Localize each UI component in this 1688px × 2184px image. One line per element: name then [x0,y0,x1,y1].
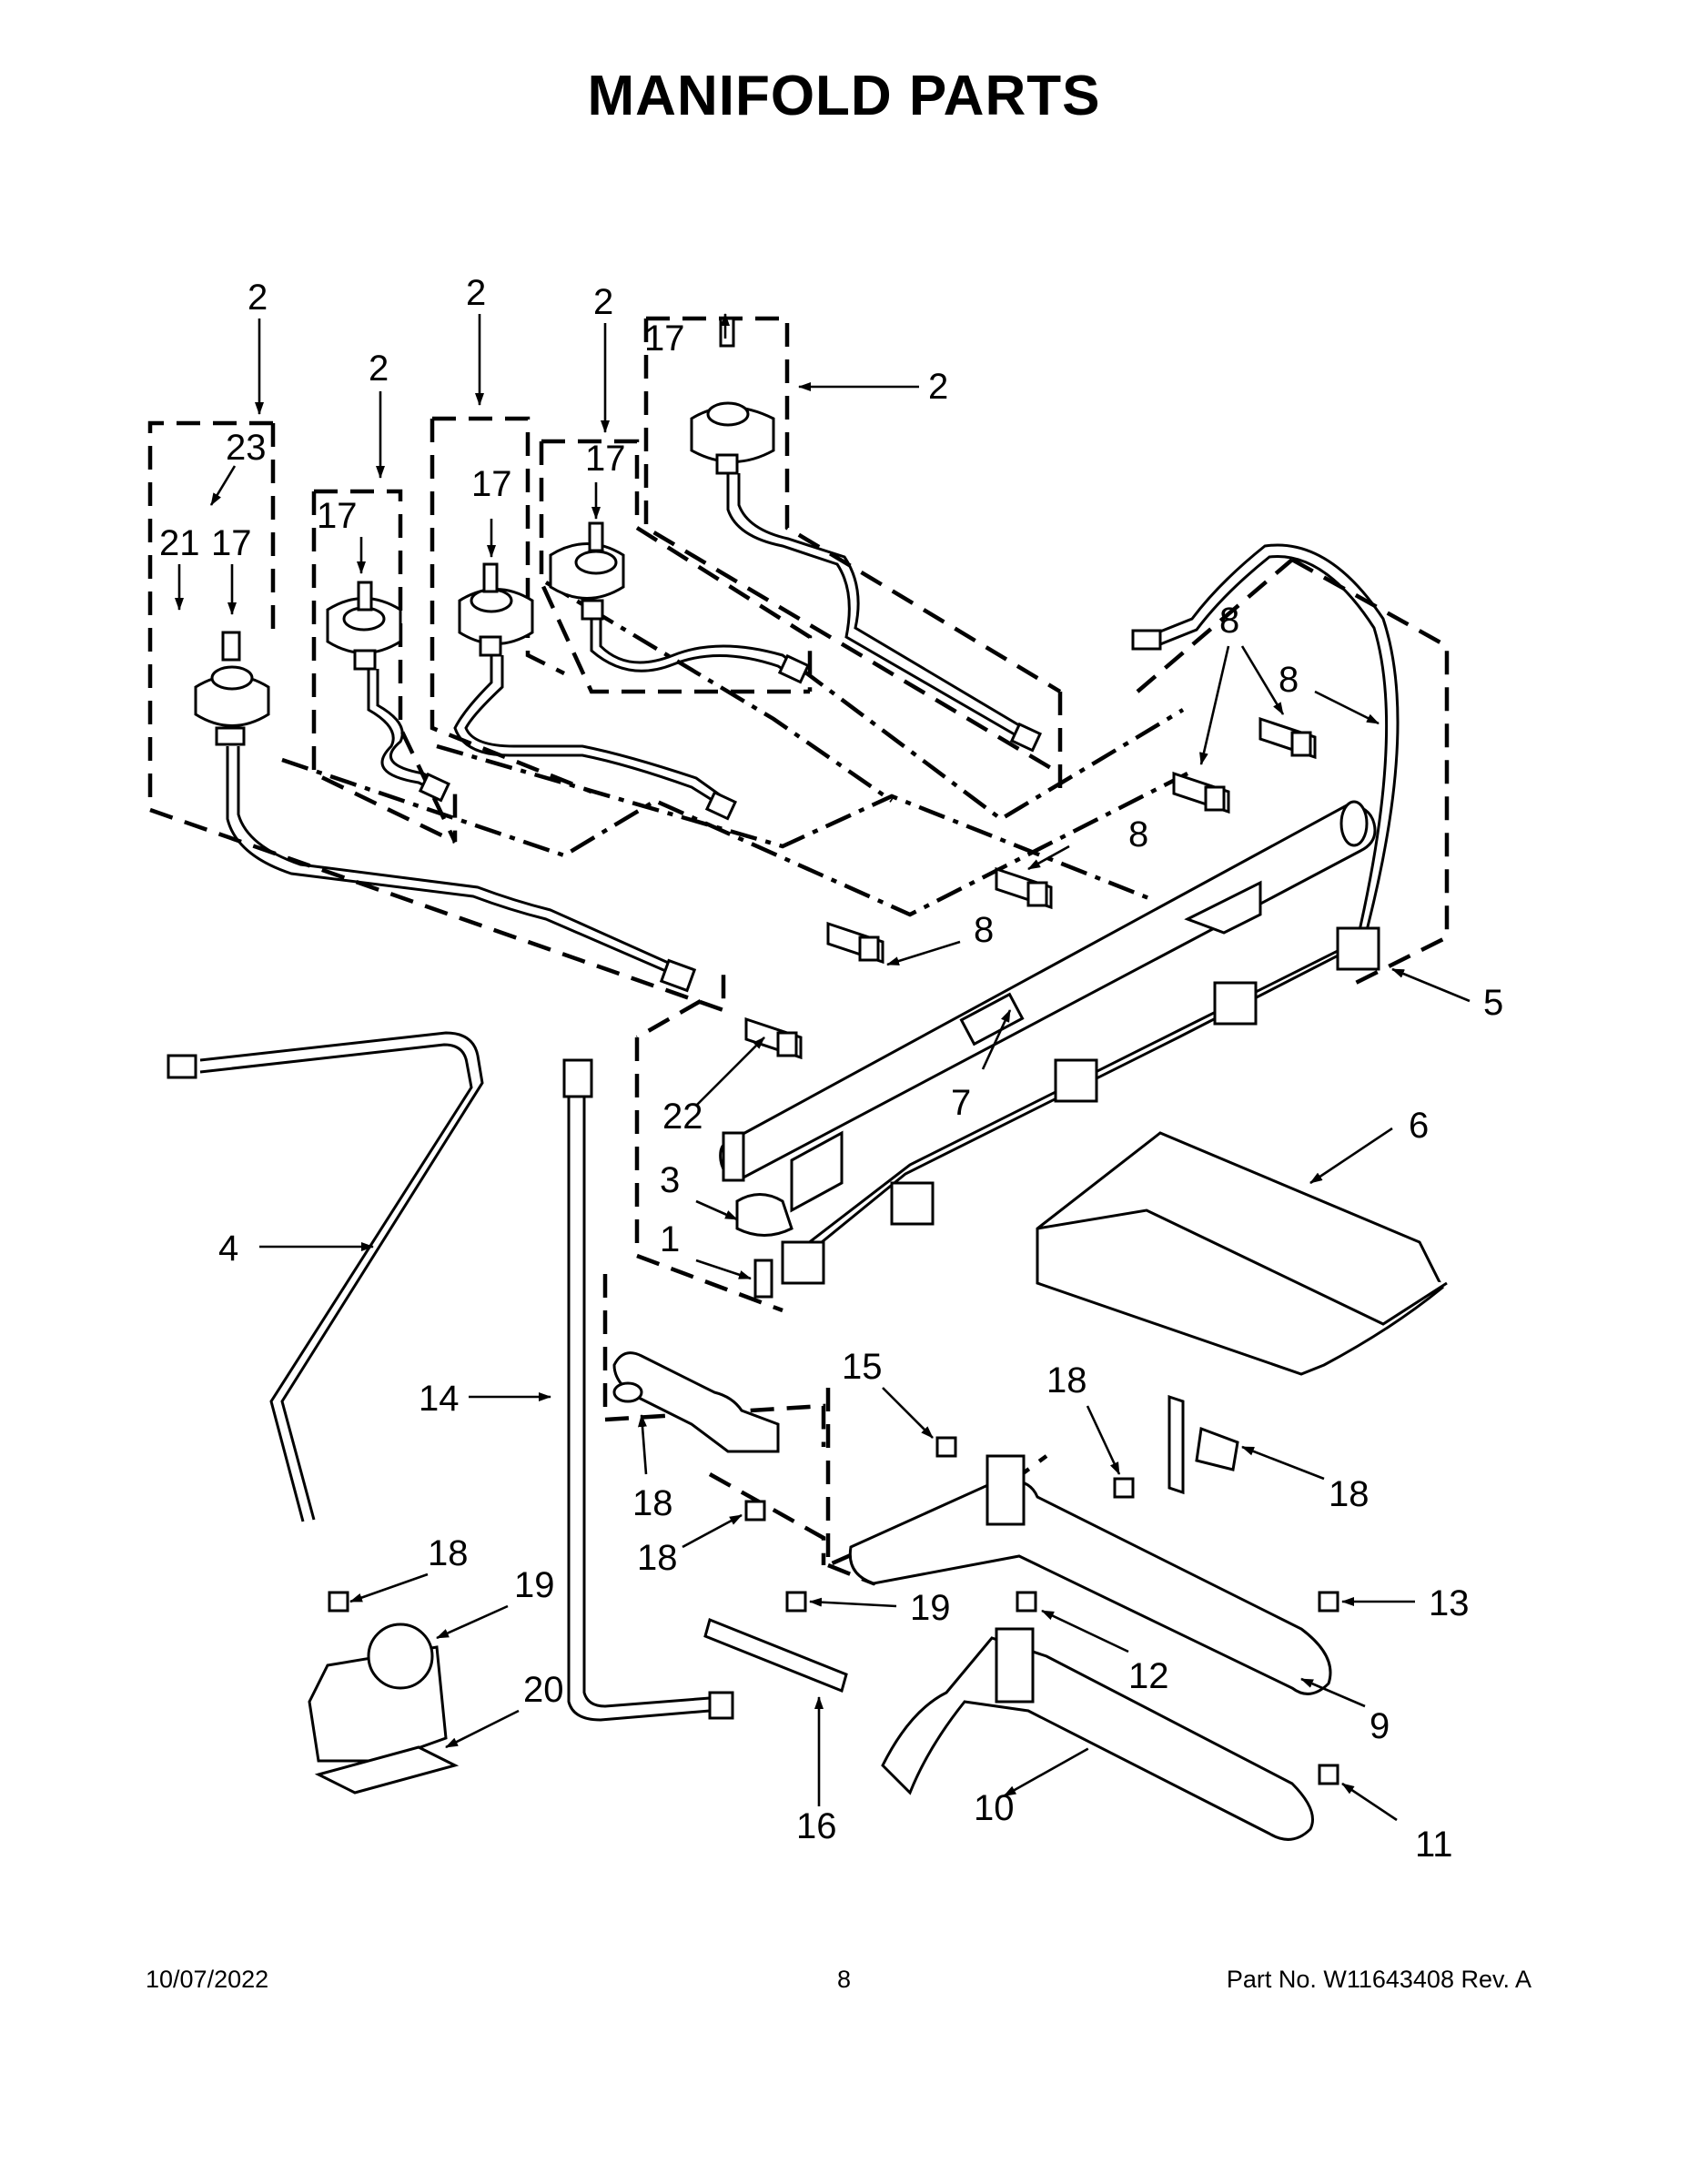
callout-8b: 8 [1128,814,1148,854]
callout-19b: 19 [910,1588,951,1628]
heat-shield [1036,1131,1448,1376]
footer-date: 10/07/2022 [146,1966,269,1993]
callout-10: 9 [1370,1706,1390,1746]
oven-burner [848,1454,1332,1695]
callout-15: 18 [632,1483,673,1523]
callout-labels: 2 2 2 2 2 23 21 17 17 17 17 17 8 8 8 8 5… [159,273,1503,1865]
callout-16: 16 [796,1806,837,1846]
footer-part-number: Part No. W11643408 Rev. A [1226,1966,1531,1993]
callout-18b: 18 [637,1538,678,1578]
gas-valve-5 [690,317,775,475]
igniter [1167,1394,1239,1495]
callout-2e: 2 [928,367,948,407]
manifold-pipe [719,800,1377,1213]
callout-2d: 2 [593,282,613,322]
callout-6: 6 [1409,1106,1429,1146]
valve-tubes [226,473,1043,993]
callout-1: 1 [660,1219,680,1259]
callout-18a: 15 [842,1347,883,1387]
callout-18c: 13 [1429,1583,1470,1623]
callout-11: 10 [974,1788,1015,1828]
gas-supply-tube [167,1031,484,1522]
callout-9: 20 [523,1670,564,1710]
callout-20: 18 [428,1533,469,1573]
bracket-and-screw [735,1193,793,1299]
callout-17d: 17 [585,439,626,479]
callout-17a: 17 [211,523,252,563]
callout-17b: 17 [317,496,358,536]
callout-13: 18 [1329,1474,1370,1514]
elbow-tube [612,1351,780,1453]
callout-12: 19 [514,1565,555,1605]
callout-19a: 18 [1046,1360,1087,1400]
callout-23: 23 [226,428,267,468]
leader-arrows [175,313,1471,1822]
callout-2a: 2 [248,278,268,318]
callout-8d: 22 [662,1097,703,1137]
page-title: MANIFOLD PARTS [587,65,1101,127]
orifice-holders [744,716,1317,1060]
callout-2b: 2 [369,349,389,389]
electrode-bracket [703,1617,848,1694]
group-boundaries-dashdot [281,581,1189,917]
callout-8c: 8 [974,910,994,950]
gas-valve-2 [326,581,402,671]
callout-4: 4 [218,1228,238,1269]
pressure-regulator [308,1623,460,1795]
callout-18e: 11 [1415,1825,1453,1865]
callout-14: 14 [419,1379,460,1419]
gas-valve-1 [194,631,270,746]
regulator-gas-tube [562,1058,734,1722]
callout-17e: 17 [644,318,685,359]
callout-18d: 12 [1128,1656,1169,1696]
screws [328,1436,1339,1785]
callout-3: 3 [660,1160,680,1200]
callout-21: 21 [159,523,200,563]
gas-valve-3 [458,562,534,657]
callout-8a: 8 [1219,601,1239,641]
callout-17c: 17 [471,464,512,504]
wire-harness [781,543,1400,1285]
gas-valve-4 [549,521,625,621]
callout-5: 8 [1279,660,1299,700]
callout-2c: 2 [466,273,486,313]
callout-7: 5 [1483,983,1503,1023]
broil-burner [881,1627,1314,1841]
footer-page-number: 8 [836,1966,852,1993]
callout-22: 7 [951,1083,971,1123]
